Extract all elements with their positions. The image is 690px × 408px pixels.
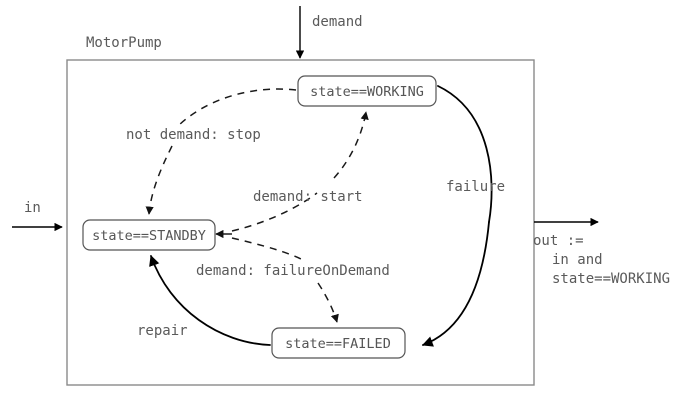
state-failed-label: state==FAILED [285,336,391,352]
state-standby-label: state==STANDBY [92,228,206,244]
input-port-demand-label: demand [312,14,363,30]
transition-fod-path-lower [317,282,339,323]
output-port-out-label-line1: out := [533,233,584,249]
state-standby-box[interactable] [82,219,216,251]
transition-stop-path-upper [177,88,297,127]
transition-start-label: demand: start [253,189,363,205]
output-port-out-label-line2: in and [552,252,603,268]
transition-repair-path [149,254,271,346]
state-working-box[interactable] [297,75,437,107]
state-working-label: state==WORKING [310,84,424,100]
transition-start-path-upper [333,111,369,179]
transition-failure-path-upper [437,85,493,223]
transition-stop-label: not demand: stop [126,127,261,143]
transition-fod-path-upper [231,237,306,262]
component-title: MotorPump [86,35,162,51]
transition-failure-label: failure [446,179,505,195]
transition-failure-on-demand-label: demand: failureOnDemand [196,263,390,279]
transition-failure-path-lower [421,221,490,347]
state-node-failed[interactable]: state==FAILED [271,327,406,359]
transition-start-path-lower [231,192,318,232]
transition-repair-label: repair [137,323,188,339]
input-port-in-label: in [24,200,41,216]
state-node-standby[interactable]: state==STANDBY [82,219,216,251]
state-failed-box[interactable] [271,327,406,359]
output-port-out-label-line3: state==WORKING [552,271,670,287]
transition-stop-path-lower [145,145,173,215]
state-node-working[interactable]: state==WORKING [297,75,437,107]
